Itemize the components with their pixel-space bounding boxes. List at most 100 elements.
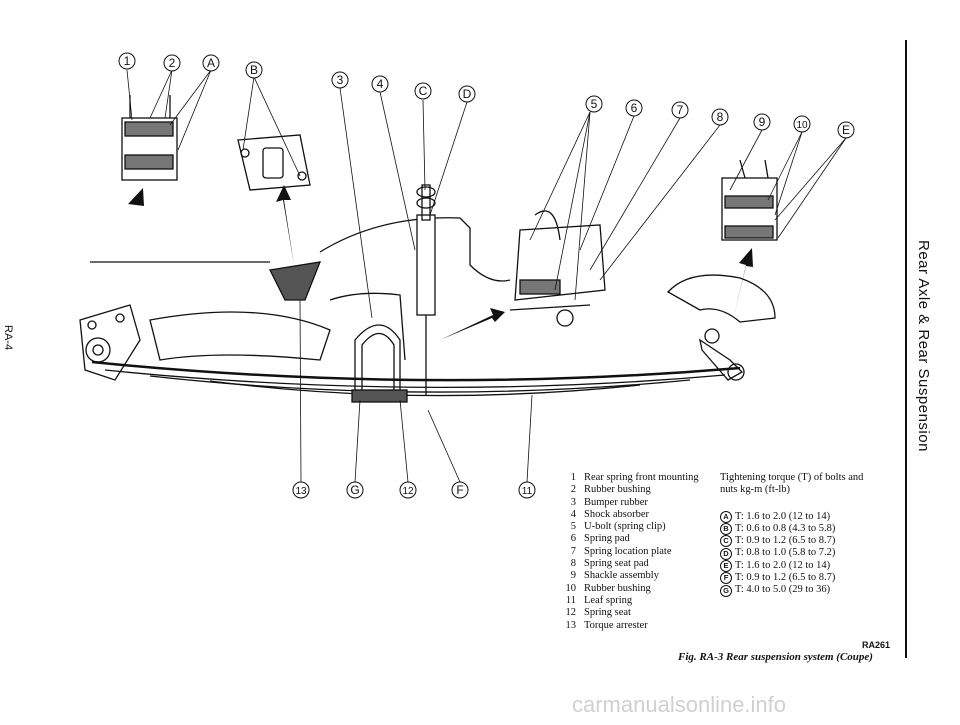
shock-absorber-part — [416, 214, 436, 316]
leaf-spring — [91, 360, 741, 382]
legend-number: 8 — [570, 558, 576, 570]
legend-number: 10 — [565, 582, 577, 594]
legend-label: Spring seat — [584, 607, 631, 619]
legend-number: 4 — [570, 508, 576, 520]
pointer-arrow — [118, 188, 144, 320]
svg-text:7: 7 — [677, 103, 684, 117]
callout-13: 13 — [292, 481, 310, 499]
torque-value: T: 1.6 to 2.0 (12 to 14) — [735, 559, 831, 571]
legend-label: Shock absorber — [584, 508, 650, 520]
legend-item: 3 Bumper rubber — [556, 497, 699, 509]
legend-number: 1 — [570, 472, 576, 483]
torque-spec-table: Tightening torque (T) of bolts and nuts … — [720, 472, 880, 597]
svg-text:8: 8 — [717, 110, 724, 124]
callout-C: C — [414, 82, 432, 100]
torque-key: D — [720, 547, 732, 560]
legend-label: Rubber bushing — [584, 582, 651, 594]
svg-text:11: 11 — [522, 486, 533, 497]
legend-label: Rubber bushing — [584, 484, 651, 496]
svg-text:1: 1 — [124, 54, 131, 68]
inset-front-bushing — [121, 95, 178, 181]
legend-number: 13 — [565, 619, 577, 631]
torque-value: T: 1.6 to 2.0 (12 to 14) — [735, 510, 831, 522]
callout-10: 10 — [793, 115, 811, 133]
torque-value: T: 0.8 to 1.0 (5.8 to 7.2) — [735, 547, 836, 559]
pointer-arrow — [440, 308, 505, 340]
torque-key: E — [720, 559, 732, 572]
svg-text:9: 9 — [759, 115, 766, 129]
torque-value: T: 0.9 to 1.2 (6.5 to 8.7) — [735, 572, 836, 584]
svg-text:13: 13 — [295, 486, 307, 497]
callout-11: 11 — [518, 481, 536, 499]
torque-value: T: 4.0 to 5.0 (29 to 36) — [735, 584, 831, 596]
inset-arrester-plate — [237, 134, 311, 191]
legend-number: 7 — [570, 545, 576, 557]
callout-4: 4 — [371, 75, 389, 93]
inset-spring-seat — [509, 210, 606, 327]
torque-key: C — [720, 535, 732, 548]
u-bolt-part — [354, 324, 401, 395]
legend-item: 6 Spring pad — [556, 533, 699, 545]
legend-label: U-bolt (spring clip) — [584, 521, 666, 533]
page-number: RA-4 — [2, 325, 14, 351]
callout-F: F — [451, 481, 469, 499]
svg-text:C: C — [419, 84, 428, 98]
torque-arrester-part — [269, 261, 322, 301]
watermark: carmanualsonline.info — [572, 692, 787, 717]
legend-item: 10 Rubber bushing — [556, 583, 699, 595]
section-title: Rear Axle & Rear Suspension — [915, 240, 932, 452]
legend-number: 12 — [565, 607, 577, 619]
legend-number: 2 — [570, 484, 576, 496]
callout-6: 6 — [625, 99, 643, 117]
torque-heading: Tightening torque (T) of bolts and nuts … — [720, 472, 864, 496]
legend-label: Bumper rubber — [584, 496, 648, 508]
legend-number: 5 — [570, 521, 576, 533]
legend-item: 2 Rubber bushing — [556, 484, 699, 496]
svg-text:D: D — [463, 87, 472, 101]
legend-label: Shackle assembly — [584, 570, 659, 582]
svg-text:F: F — [456, 483, 463, 497]
callout-D: D — [458, 85, 476, 103]
torque-value: T: 0.6 to 0.8 (4.3 to 5.8) — [735, 522, 836, 534]
legend-label: Leaf spring — [584, 594, 633, 606]
body-frame-outline — [90, 217, 511, 282]
torque-key: A — [720, 510, 732, 523]
inset-shackle-bushing — [721, 159, 778, 241]
torque-value: T: 0.9 to 1.2 (6.5 to 8.7) — [735, 535, 836, 547]
svg-text:G: G — [350, 483, 359, 497]
legend-number: 3 — [570, 496, 576, 508]
svg-text:5: 5 — [591, 97, 598, 111]
legend-item: 9 Shackle assembly — [556, 570, 699, 582]
figure-code: RA261 — [862, 640, 891, 650]
legend-number: 6 — [570, 533, 576, 545]
pointer-arrow — [276, 185, 294, 265]
torque-key: G — [720, 584, 732, 597]
figure-caption: Fig. RA-3 Rear suspension system (Coupe) — [678, 651, 873, 663]
svg-text:4: 4 — [377, 77, 384, 91]
callout-7: 7 — [671, 101, 689, 119]
svg-text:3: 3 — [337, 73, 344, 87]
svg-text:B: B — [250, 63, 258, 77]
svg-text:10: 10 — [796, 120, 808, 131]
callout-2: 2 — [163, 54, 181, 72]
legend-number: 9 — [570, 570, 576, 582]
legend-item: 5 U-bolt (spring clip) — [556, 521, 699, 533]
callout-1: 1 — [118, 52, 136, 70]
svg-text:12: 12 — [402, 486, 414, 497]
legend-label: Spring pad — [584, 533, 630, 545]
svg-text:6: 6 — [631, 101, 638, 115]
svg-text:A: A — [207, 56, 215, 70]
svg-text:E: E — [842, 123, 850, 137]
torque-key: B — [720, 523, 732, 536]
